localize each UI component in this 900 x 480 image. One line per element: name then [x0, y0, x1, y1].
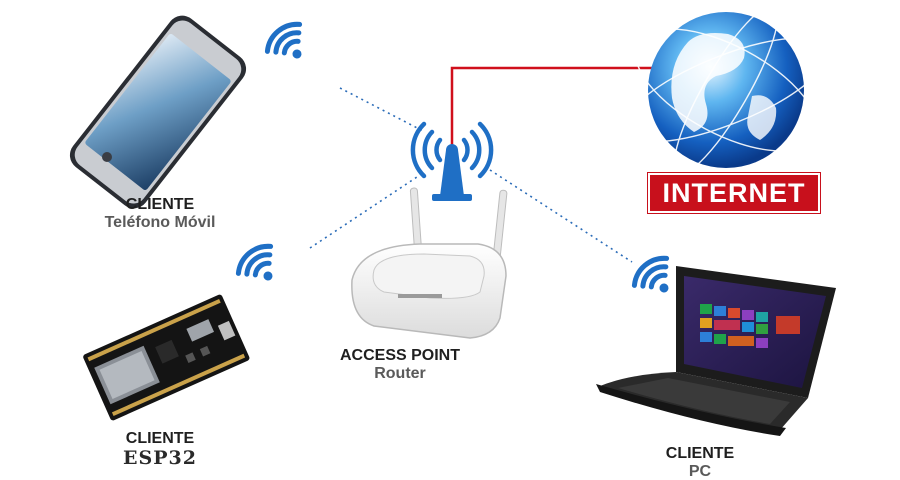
laptop-illustration	[596, 266, 836, 436]
wireless-links	[309, 87, 633, 263]
wifi-icon	[235, 243, 274, 281]
wired-link-internet	[450, 66, 660, 148]
link-phone	[339, 87, 426, 133]
internet-label: INTERNET	[648, 173, 820, 213]
phone-title: CLIENTE	[125, 196, 195, 213]
esp32-label: CLIENTE ESP32	[60, 430, 260, 470]
antenna-icon	[410, 121, 494, 201]
wifi-icon	[631, 255, 670, 293]
router-title: ACCESS POINT	[339, 347, 460, 364]
phone-label: CLIENTE Teléfono Móvil	[40, 196, 280, 233]
wifi-icon	[264, 21, 303, 59]
phone-illustration	[69, 15, 247, 209]
esp32-title: CLIENTE	[125, 430, 195, 447]
esp32-illustration	[83, 294, 250, 421]
router-subtitle: Router	[374, 365, 426, 383]
pc-subtitle: PC	[688, 463, 712, 480]
pc-label: CLIENTE PC	[600, 445, 800, 480]
globe-icon	[622, 5, 830, 175]
link-pc	[489, 169, 633, 263]
link-esp32	[309, 174, 421, 249]
phone-subtitle: Teléfono Móvil	[104, 214, 216, 232]
router-label: ACCESS POINT Router	[300, 347, 500, 384]
pc-title: CLIENTE	[665, 445, 735, 462]
router-illustration	[351, 187, 508, 339]
esp32-subtitle: ESP32	[123, 447, 197, 470]
